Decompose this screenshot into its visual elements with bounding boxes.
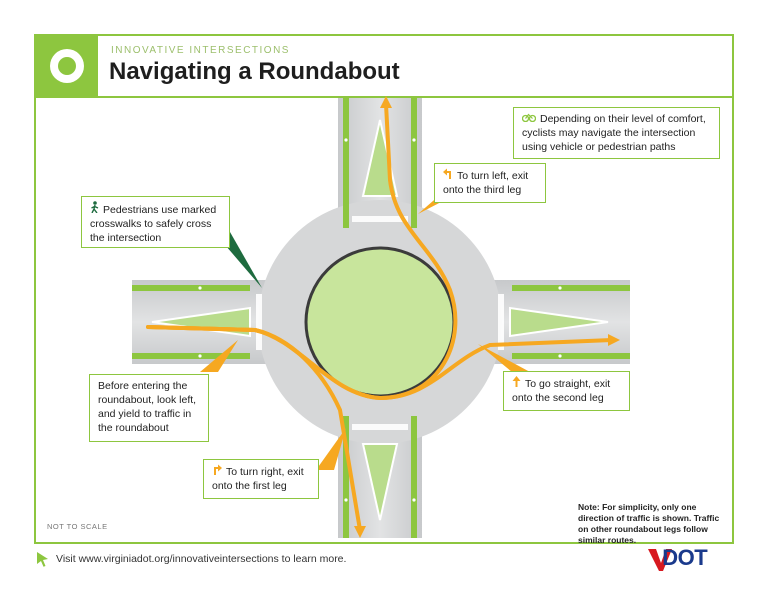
turn-right-arrow-icon — [212, 464, 222, 479]
header-kicker: INNOVATIVE INTERSECTIONS — [111, 45, 290, 56]
vdot-logo-text: VDOT — [662, 545, 708, 570]
callout-cyclists-text: Depending on their level of comfort, cyc… — [522, 113, 706, 153]
turn-left-arrow-icon — [443, 168, 453, 183]
callout-pedestrians-text: Pedestrians use marked crosswalks to saf… — [90, 204, 217, 244]
vdot-v-mark — [648, 547, 672, 578]
callout-cyclists: Depending on their level of comfort, cyc… — [513, 107, 720, 159]
callout-turn-left: To turn left, exit onto the third leg — [434, 163, 546, 203]
callout-go-straight-text: To go straight, exit onto the second leg — [512, 378, 611, 404]
logo-box — [36, 36, 98, 96]
road-surface — [132, 98, 630, 538]
cursor-arrow-icon — [36, 551, 50, 572]
traffic-routes — [146, 102, 614, 532]
callout-pedestrians: Pedestrians use marked crosswalks to saf… — [81, 196, 230, 248]
note-text: Note: For simplicity, only one direction… — [578, 502, 720, 545]
vdot-logo[interactable]: VDOT — [648, 545, 707, 571]
bicycle-icon — [521, 112, 537, 126]
straight-arrow-icon — [512, 376, 521, 391]
header: INNOVATIVE INTERSECTIONS Navigating a Ro… — [36, 36, 732, 98]
page-title: Navigating a Roundabout — [109, 58, 400, 85]
crosswalks — [256, 216, 504, 430]
pedestrian-icon — [90, 201, 99, 217]
callout-before-entering: Before entering the roundabout, look lef… — [89, 374, 209, 442]
callout-turn-right-text: To turn right, exit onto the first leg — [212, 466, 304, 492]
callout-before-entering-text: Before entering the roundabout, look lef… — [98, 380, 197, 434]
route-arrowheads — [354, 96, 620, 538]
callout-turn-right: To turn right, exit onto the first leg — [203, 459, 319, 499]
footer-link[interactable]: Visit www.virginiadot.org/innovativeinte… — [56, 553, 347, 565]
ring-logo-icon — [50, 49, 84, 83]
callout-turn-left-text: To turn left, exit onto the third leg — [443, 170, 529, 196]
callout-go-straight: To go straight, exit onto the second leg — [503, 371, 630, 411]
not-to-scale-label: NOT TO SCALE — [47, 522, 108, 531]
lane-bike-markers — [198, 138, 562, 502]
